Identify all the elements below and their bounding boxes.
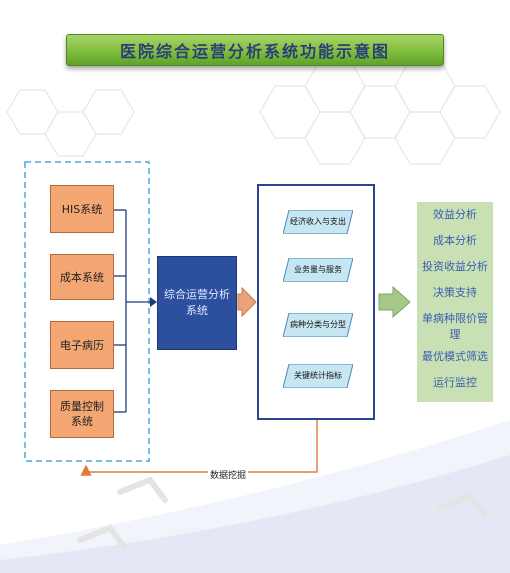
core-system-label: 综合运营分析系统 [164,288,230,317]
source-system-emr: 电子病历 [50,321,114,369]
process-step-label: 经济收入与支出 [290,217,346,226]
source-system-label: HIS系统 [61,202,103,216]
function-item: 决策支持 [433,286,477,299]
process-step-indicators: 关键统计指标 [283,364,353,388]
function-item: 运行监控 [433,376,477,389]
core-to-process-arrow [237,286,257,318]
process-step-label: 关键统计指标 [294,371,342,380]
title-banner: 医院综合运营分析系统功能示意图 [66,34,444,66]
process-step-income: 经济收入与支出 [283,210,353,234]
core-analysis-system: 综合运营分析系统 [157,256,237,350]
function-item: 最优模式筛选 [422,350,488,363]
source-system-cost: 成本系统 [50,254,114,300]
diagram-title: 医院综合运营分析系统功能示意图 [119,42,390,61]
process-step-disease: 病种分类与分型 [283,313,353,337]
process-step-volume: 业务量与服务 [283,258,353,282]
functions-panel: 效益分析 成本分析 投资收益分析 决策支持 单病种限价管理 最优模式筛选 运行监… [417,202,493,402]
process-step-label: 业务量与服务 [294,265,342,274]
data-mining-label: 数据挖掘 [208,468,249,481]
function-item: 成本分析 [433,234,477,247]
source-system-label: 电子病历 [60,338,104,352]
source-system-label: 成本系统 [60,270,104,284]
source-system-label: 质量控制系统 [60,400,104,428]
source-bracket [114,209,150,413]
data-mining-feedback-arrow [80,420,318,476]
process-step-label: 病种分类与分型 [290,320,346,329]
process-to-functions-arrow [378,285,411,319]
function-item: 投资收益分析 [422,260,488,273]
source-systems-group [24,161,150,462]
function-item: 效益分析 [433,208,477,221]
function-item: 单病种限价管理 [422,312,488,341]
bracket-arrowhead [150,297,157,307]
source-system-quality: 质量控制系统 [50,390,114,438]
source-system-his: HIS系统 [50,185,114,233]
